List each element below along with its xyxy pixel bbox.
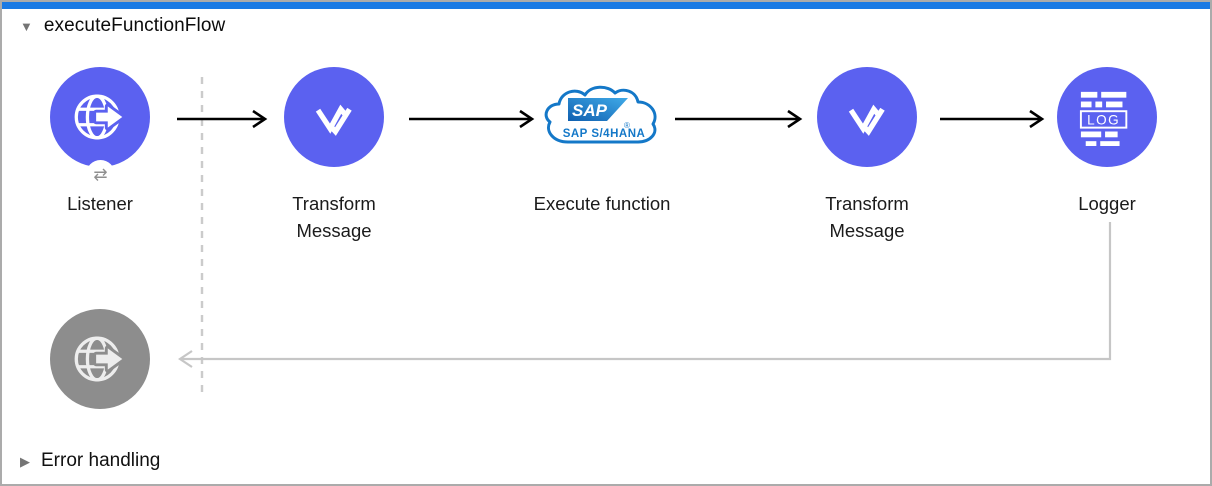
listener-node-label: Listener (67, 193, 133, 214)
connector-arrow-listener-transform (177, 109, 268, 129)
sap-product-text: SAP S/4HANA (563, 128, 646, 140)
globe-arrow-icon (74, 336, 126, 382)
connector-arrow-transform-logger (940, 109, 1045, 129)
error-handling-collapse-toggle-icon[interactable]: ▶ (20, 453, 30, 469)
sap-registered-mark: ® (624, 121, 630, 130)
listener-response-node[interactable] (50, 309, 150, 409)
flow-header: ▼ executeFunctionFlow (20, 15, 225, 37)
flow-title: executeFunctionFlow (43, 15, 226, 36)
sap-execute-function-node[interactable]: SAP ® SAP S/4HANA (538, 82, 666, 152)
error-handling-section: ▶ Error handling (20, 450, 160, 472)
bidirectional-arrows-icon: ⇄ (93, 165, 108, 184)
error-handling-label: Error handling (41, 450, 161, 471)
logger-node[interactable]: LOG (1057, 67, 1157, 167)
sap-s4hana-cloud-icon: SAP ® SAP S/4HANA (544, 85, 657, 144)
transform-message-node-2[interactable] (817, 67, 917, 167)
log-icon-text: LOG (1087, 113, 1120, 128)
log-icon: LOG (1079, 91, 1128, 146)
connector-arrow-sap-transform (675, 109, 803, 129)
sap-execute-function-node-label: Execute function (533, 193, 671, 214)
flow-container-accent-bar (2, 2, 1210, 9)
transform-message-node-1-label: Transform Message (292, 193, 376, 241)
logger-node-label: Logger (1078, 193, 1136, 214)
dataweave-icon (315, 104, 352, 136)
sap-logo-text: SAP (572, 101, 608, 120)
globe-arrow-icon (74, 94, 126, 140)
dataweave-icon (848, 104, 885, 136)
listener-node[interactable] (50, 67, 150, 167)
connector-arrow-transform-sap (409, 109, 535, 129)
message-exchange-badge: ⇄ (86, 160, 115, 189)
sap-logo: SAP ® (568, 98, 630, 130)
flow-collapse-toggle-icon[interactable]: ▼ (20, 18, 33, 34)
transform-message-node-1[interactable] (284, 67, 384, 167)
transform-message-node-2-label: Transform Message (825, 193, 909, 241)
